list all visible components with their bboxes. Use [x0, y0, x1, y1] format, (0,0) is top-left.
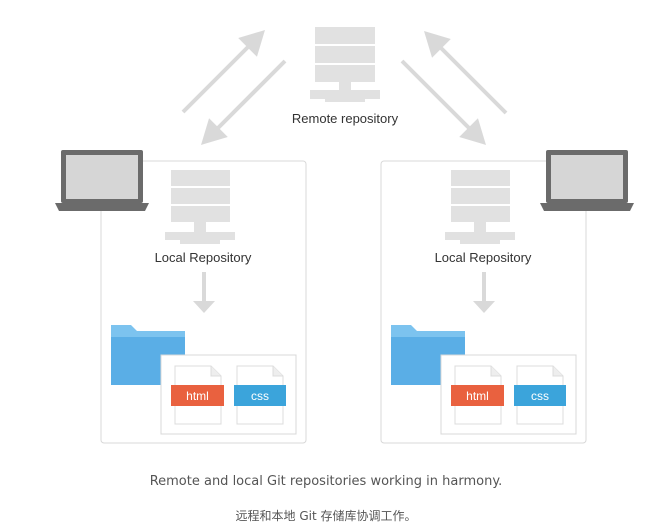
local-repository-label: Local Repository — [435, 250, 532, 265]
laptop-icon — [55, 150, 149, 211]
html-tag — [451, 385, 504, 406]
html-tag-label: html — [186, 389, 209, 403]
css-tag — [234, 385, 286, 406]
arrow-icon — [424, 31, 508, 115]
html-tag — [171, 385, 224, 406]
sync-arrows — [181, 30, 508, 145]
css-tag — [514, 385, 566, 406]
arrow-icon — [193, 272, 215, 313]
caption-english: Remote and local Git repositories workin… — [149, 474, 503, 489]
server-icon — [310, 27, 380, 102]
arrow-icon — [473, 272, 495, 313]
remote-repository-label: Remote repository — [292, 111, 399, 126]
css-tag-label: css — [251, 389, 269, 403]
html-tag-label: html — [466, 389, 489, 403]
css-tag-label: css — [531, 389, 549, 403]
arrow-icon — [201, 59, 287, 145]
local-repository-label: Local Repository — [155, 250, 252, 265]
laptop-icon — [540, 150, 634, 211]
caption-chinese: 远程和本地 Git 存储库协调工作。 — [235, 509, 417, 523]
server-icon — [445, 170, 515, 244]
arrow-icon — [181, 30, 265, 114]
folder-icon — [391, 325, 465, 385]
server-icon — [165, 170, 235, 244]
arrow-icon — [400, 59, 486, 145]
